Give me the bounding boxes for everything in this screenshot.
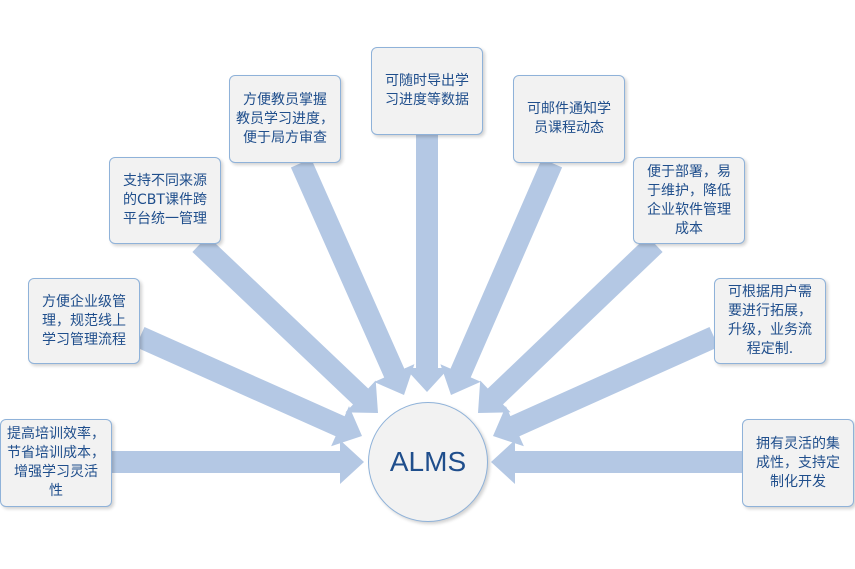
arrow-1 <box>135 327 362 447</box>
arrow-2 <box>192 236 378 413</box>
arrow-7 <box>493 327 719 447</box>
node-customization: 可根据用户需 要进行拓展， 升级，业务流 程定制. <box>714 278 826 364</box>
arrow-6 <box>478 236 663 413</box>
node-data-export: 可随时导出学 习进度等数据 <box>371 47 483 135</box>
node-cbt-courseware: 支持不同来源 的CBT课件跨 平台统一管理 <box>109 157 221 244</box>
node-customization-text: 可根据用户需 要进行拓展， 升级，业务流 程定制. <box>728 284 812 357</box>
node-efficiency: 提高培训效率， 节省培训成本， 增强学习灵活 性 <box>0 419 112 507</box>
arrow-3 <box>290 158 415 395</box>
center-label: ALMS <box>389 446 467 477</box>
node-enterprise-management-text: 方便企业级管 理，规范线上 学习管理流程 <box>42 293 126 348</box>
node-deployment: 便于部署，易 于维护，降低 企业软件管理 成本 <box>633 157 745 244</box>
node-email-notify-text: 可邮件通知学 员课程动态 <box>527 101 611 136</box>
node-progress-review-text: 方便教员掌握 教员学习进度， 便于局方审查 <box>236 91 334 146</box>
node-enterprise-management: 方便企业级管 理，规范线上 学习管理流程 <box>28 278 140 364</box>
node-progress-review: 方便教员掌握 教员学习进度， 便于局方审查 <box>229 75 341 163</box>
node-email-notify: 可邮件通知学 员课程动态 <box>513 75 625 163</box>
arrow-5 <box>440 158 563 395</box>
node-data-export-text: 可随时导出学 习进度等数据 <box>385 73 469 108</box>
node-deployment-text: 便于部署，易 于维护，降低 企业软件管理 成本 <box>647 163 731 237</box>
node-efficiency-text: 提高培训效率， 节省培训成本， 增强学习灵活 性 <box>7 426 105 499</box>
center-node: ALMS <box>368 402 488 522</box>
node-integration-text: 拥有灵活的集 成性，支持定 制化开发 <box>756 435 840 490</box>
arrow-8 <box>491 440 742 484</box>
node-cbt-courseware-text: 支持不同来源 的CBT课件跨 平台统一管理 <box>123 173 207 227</box>
arrow-0 <box>112 440 364 484</box>
arrow-4 <box>405 135 449 392</box>
node-integration: 拥有灵活的集 成性，支持定 制化开发 <box>742 419 854 507</box>
